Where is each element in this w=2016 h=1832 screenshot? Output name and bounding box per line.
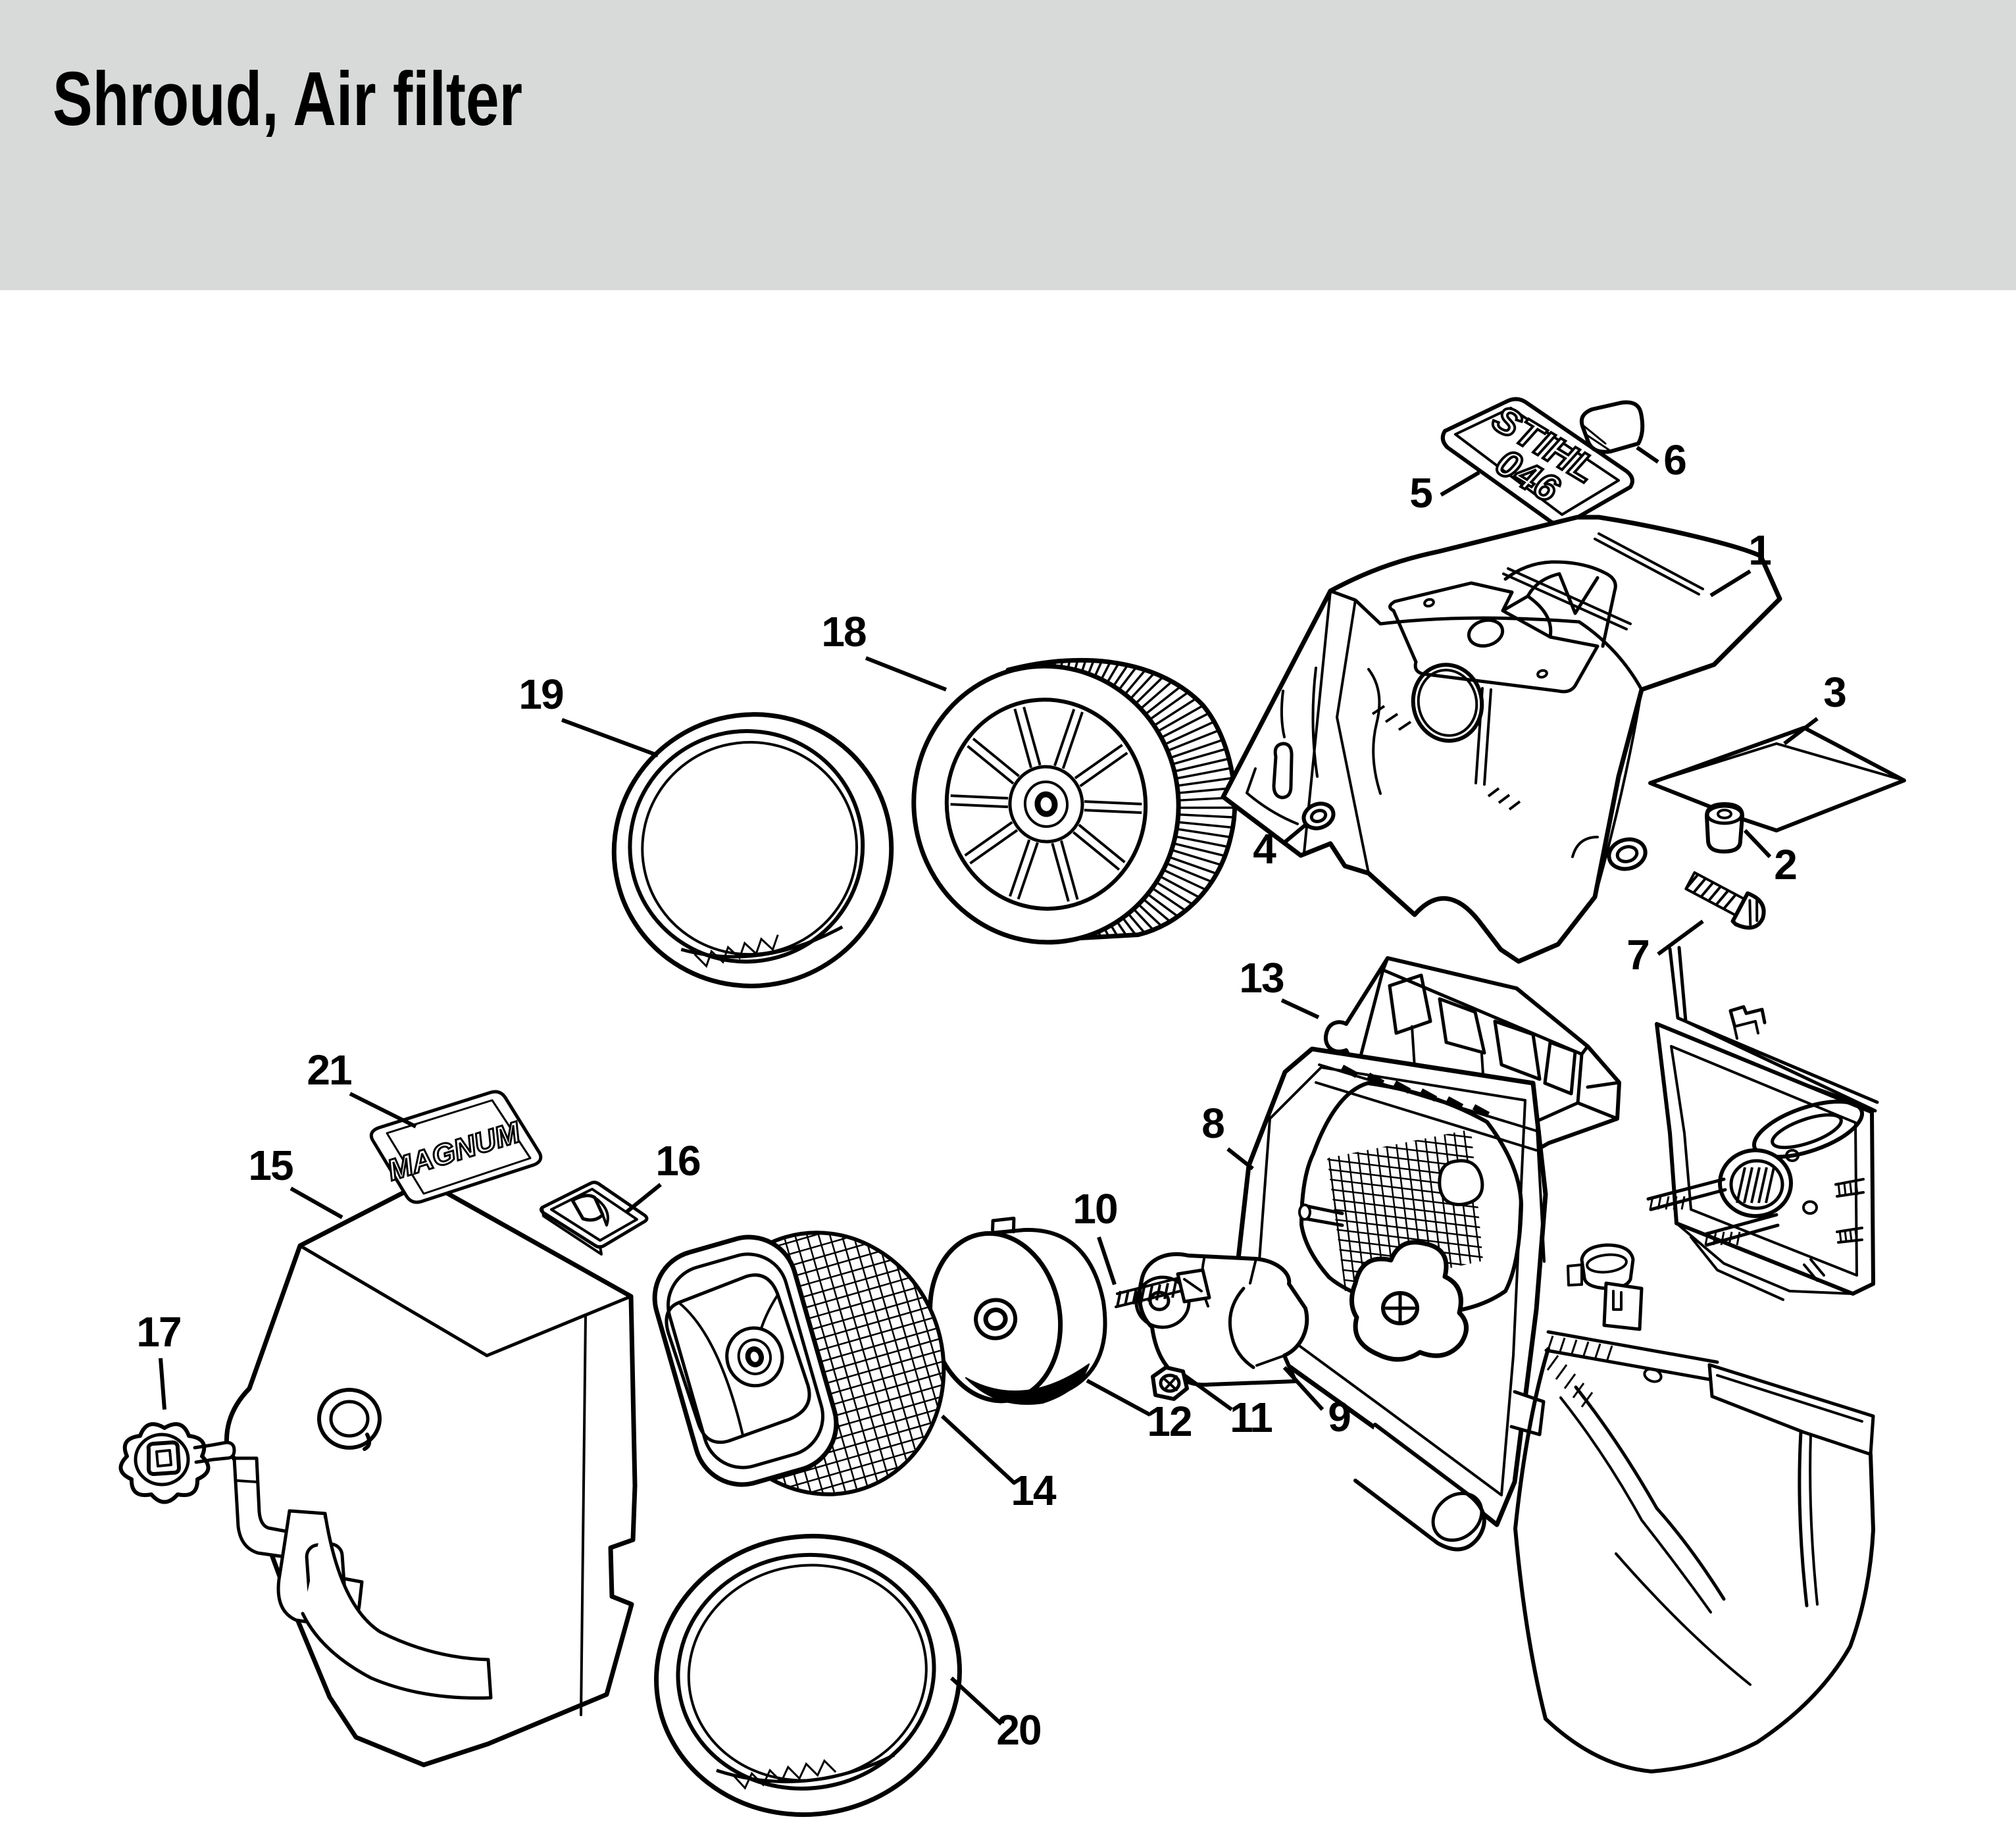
svg-text:20: 20 (996, 1706, 1040, 1754)
svg-text:19: 19 (518, 671, 563, 718)
svg-text:15: 15 (248, 1142, 293, 1189)
svg-text:9: 9 (1328, 1393, 1350, 1440)
svg-text:7: 7 (1626, 931, 1649, 979)
svg-text:16: 16 (655, 1137, 700, 1184)
svg-text:13: 13 (1239, 954, 1284, 1002)
svg-text:12: 12 (1147, 1398, 1192, 1445)
svg-text:8: 8 (1201, 1100, 1224, 1147)
svg-text:11: 11 (1230, 1394, 1272, 1441)
svg-text:3: 3 (1823, 669, 1846, 716)
svg-text:Shroud, Air filter: Shroud, Air filter (53, 56, 522, 141)
svg-text:5: 5 (1409, 469, 1432, 517)
svg-text:21: 21 (307, 1046, 351, 1094)
svg-text:4: 4 (1253, 825, 1276, 873)
svg-text:1: 1 (1748, 526, 1771, 574)
svg-text:6: 6 (1663, 436, 1686, 484)
svg-text:14: 14 (1011, 1467, 1057, 1514)
svg-text:18: 18 (821, 608, 866, 655)
svg-text:17: 17 (136, 1308, 180, 1356)
svg-text:10: 10 (1072, 1185, 1117, 1233)
svg-text:2: 2 (1774, 841, 1796, 888)
